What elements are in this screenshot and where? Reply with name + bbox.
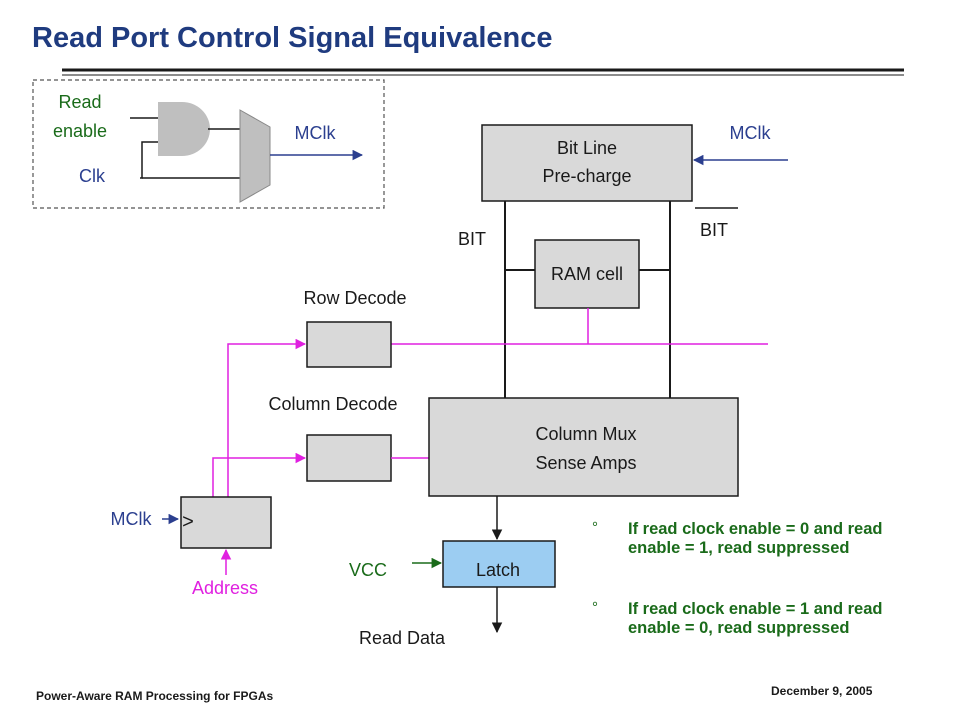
latch-box	[442, 540, 556, 588]
row-decode-label: Row Decode	[303, 288, 406, 308]
inset-clk-label: Clk	[79, 166, 106, 186]
bullet-item: ° If read clock enable = 1 and read enab…	[592, 599, 922, 638]
inset-enable-label: enable	[53, 121, 107, 141]
vcc-label: VCC	[349, 560, 387, 580]
clk-wire	[140, 141, 158, 179]
inset-read-label: Read	[58, 92, 101, 112]
bullet-text: If read clock enable = 1 and read enable…	[628, 600, 883, 637]
column-mux-label-line1: Column Mux	[535, 424, 636, 444]
row-decode-box	[306, 321, 392, 368]
mclk-precharge-label: MClk	[730, 123, 772, 143]
read-data-label: Read Data	[359, 628, 446, 648]
bullet-mark: °	[592, 519, 598, 536]
bullet-item: ° If read clock enable = 0 and read enab…	[592, 519, 922, 558]
address-bus-row	[227, 338, 307, 497]
column-mux-sense-amps-box	[428, 397, 739, 497]
slide-title: Read Port Control Signal Equivalence	[32, 22, 553, 54]
column-mux-label-line2: Sense Amps	[535, 453, 636, 473]
bullet-mark: °	[592, 599, 598, 616]
bit-line-precharge-box	[481, 124, 693, 202]
ram-cell-box	[534, 239, 640, 309]
address-label: Address	[192, 578, 258, 598]
footer-right: December 9, 2005	[771, 684, 873, 698]
bit-left-label: BIT	[458, 229, 486, 249]
address-register-clock-symbol: >	[182, 511, 194, 533]
address-register-box	[180, 496, 272, 549]
precharge-label-line2: Pre-charge	[542, 166, 631, 186]
mclk-register-label: MClk	[111, 509, 153, 529]
ram-cell-label: RAM cell	[551, 264, 623, 284]
inset-mclk-label: MClk	[295, 123, 337, 143]
bullet-text: If read clock enable = 0 and read enable…	[628, 520, 883, 557]
bit-right-label: BIT	[700, 220, 728, 240]
address-bus-column	[212, 452, 307, 497]
latch-label: Latch	[476, 560, 520, 580]
footer-left: Power-Aware RAM Processing for FPGAs	[36, 689, 274, 703]
column-decode-label: Column Decode	[268, 394, 397, 414]
column-decode-box	[306, 434, 392, 482]
clock-mux-shape	[239, 109, 271, 203]
inset-frame	[32, 79, 385, 209]
precharge-label-line1: Bit Line	[557, 138, 617, 158]
and-gate-shape	[158, 102, 210, 156]
